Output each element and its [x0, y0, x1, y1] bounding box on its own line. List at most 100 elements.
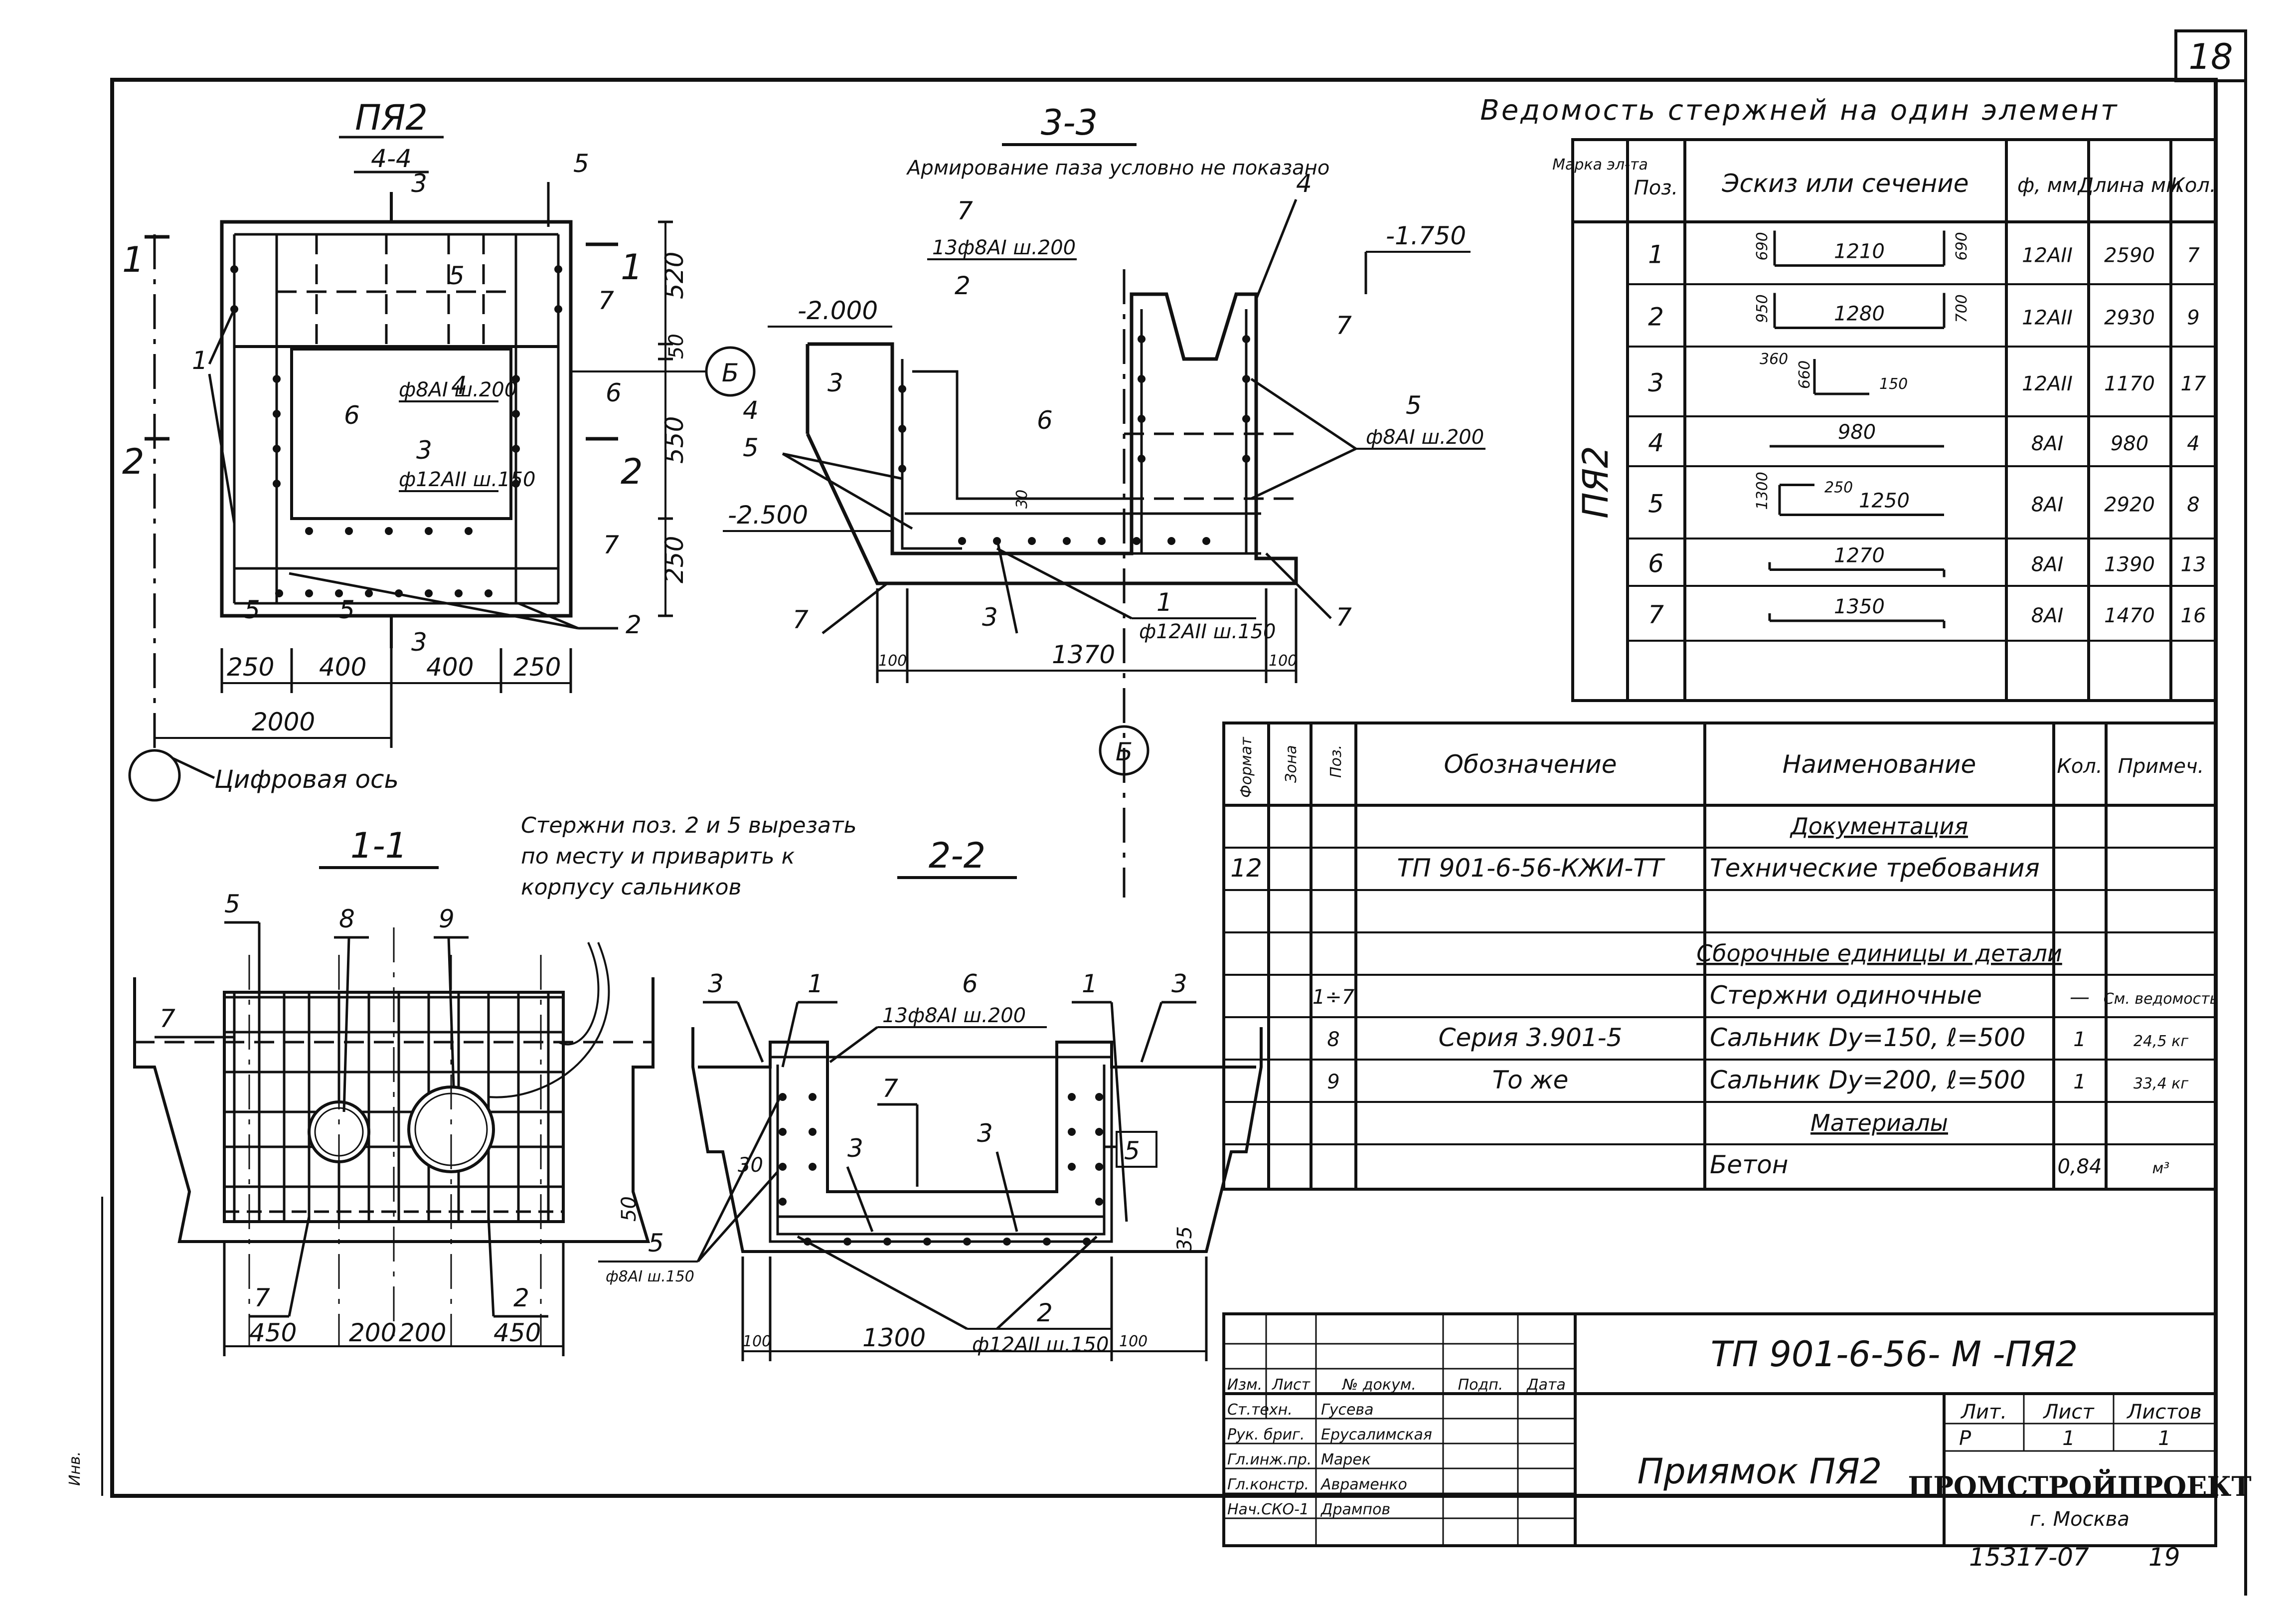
rebar-header-sketch: Эскиз или сечение: [1722, 169, 1969, 198]
spec-row-name: Сальник Dу=200, ℓ=500: [1710, 1066, 2025, 1094]
plan-rebar3-label: ф12АII ш.150: [399, 468, 535, 491]
rebar-table-title: Ведомость стержней на один элемент: [1480, 94, 2119, 127]
rebar-row-dia: 8АI: [2031, 432, 2064, 455]
spec-header-format: Формат: [1238, 736, 1255, 798]
spec-row-pos: 8: [1327, 1028, 1339, 1051]
tb-name: Приямок ПЯ2: [1638, 1451, 1882, 1492]
section22-callout6: 13ф8АI ш.200: [882, 1004, 1026, 1027]
rebar-sketch-dim: 1300: [1754, 472, 1771, 510]
spec-row-designation: ТП 901-6-56-КЖИ-ТТ: [1397, 854, 1665, 883]
rebar-sketch-dim: 660: [1796, 360, 1813, 389]
tb-staff-role: Гл.инж.пр.: [1227, 1451, 1312, 1468]
tb-staff-role: Ст.техн.: [1227, 1401, 1293, 1419]
rebar-header-qty: Кол.: [2170, 174, 2216, 197]
section33-mark: 2: [955, 271, 971, 300]
plan-mark: 7: [598, 286, 614, 315]
tb-staff-name: Дрампов: [1320, 1501, 1390, 1518]
plan-dim: 400: [319, 653, 366, 682]
plan-dim: 550: [660, 416, 689, 464]
spec-row-name: Стержни одиночные: [1710, 981, 1982, 1010]
spec-header-qty: Кол.: [2057, 755, 2102, 778]
spec-row-name: Технические требования: [1710, 854, 2040, 883]
section22-mark: 1: [1082, 969, 1098, 998]
rebar-sketch-dim: 150: [1879, 375, 1908, 393]
tb-staff-name: Авраменко: [1320, 1476, 1407, 1493]
rebar-row-len: 1170: [2104, 372, 2155, 395]
rebar-row-qty: 4: [2187, 432, 2199, 455]
spec-row-note: 33,4 кг: [2133, 1075, 2188, 1092]
section11-mark: 8: [339, 904, 355, 933]
spec-row-name: Сальник Dу=150, ℓ=500: [1710, 1023, 2025, 1052]
section11-dim: 200: [399, 1318, 446, 1347]
rebar-row-len: 2590: [2104, 244, 2155, 267]
plan-rebar4-label: ф8АI ш.200: [399, 378, 517, 401]
rebar-row-pos: 4: [1648, 428, 1664, 457]
tb-lit-head: Лит.: [1960, 1401, 2007, 1424]
spec-row-qty: —: [2070, 986, 2090, 1009]
page-number: 18: [2188, 36, 2233, 77]
section33-title: 3-3: [1041, 102, 1098, 143]
rebar-row-dia: 12АII: [2022, 307, 2073, 330]
section11-mark: 2: [513, 1283, 529, 1312]
section22-mark: 35: [1173, 1226, 1196, 1252]
tb-lit-head: Лист: [2042, 1401, 2095, 1424]
plan-dim: 250: [227, 653, 274, 682]
section22-mark: 2: [1037, 1298, 1053, 1327]
section33-mark: 5: [743, 433, 759, 462]
cut1-left: 1: [122, 239, 145, 280]
side-label: Инв.: [66, 1451, 84, 1486]
section22-mark: 5: [1124, 1136, 1140, 1165]
rebar-header-dia: ф, мм: [2017, 174, 2077, 197]
plan-subtitle: 4-4: [371, 144, 412, 173]
plan-mark: 6: [344, 401, 360, 430]
section11-mark: 7: [160, 1004, 175, 1033]
rebar-row-len: 1470: [2104, 604, 2155, 627]
rebar-table: Ведомость стержней на один элемент Марка…: [1480, 94, 2217, 702]
plan-dim: 250: [513, 653, 561, 682]
plan-mark: 6: [606, 378, 622, 407]
tb-lit-val: 1: [2062, 1427, 2075, 1450]
spec-row-name: Документация: [1790, 813, 1968, 840]
spec-header-name: Наименование: [1783, 750, 1976, 779]
tb-col-head: Подп.: [1458, 1376, 1503, 1394]
rebar-row-qty: 17: [2181, 372, 2206, 395]
rebar-row-pos: 7: [1648, 600, 1664, 629]
section33-mark: 7: [1336, 311, 1352, 340]
cut2-left: 2: [122, 441, 145, 482]
spec-row-pos: 1÷7: [1312, 986, 1355, 1009]
section22-mark: 3: [847, 1134, 863, 1163]
section33-mark: 5: [1406, 391, 1422, 420]
section22-mark: 5: [648, 1229, 664, 1258]
plan-title: ПЯ2: [355, 97, 428, 138]
plan-dim: 520: [660, 252, 689, 299]
rebar-row-qty: 8: [2187, 494, 2199, 517]
spec-row-note: м³: [2152, 1160, 2170, 1177]
title-block: Изм. Лист № докум. Подп. Дата Ст.техн.Гу…: [1222, 1312, 2252, 1547]
section33-rebar5: ф8АI ш.200: [1366, 426, 1484, 449]
tb-staff-name: Марек: [1321, 1451, 1371, 1468]
level-mark: -2.000: [798, 296, 878, 325]
rebar-sketch-dim: 1270: [1834, 544, 1885, 567]
plan-dim: 50: [665, 334, 688, 359]
section33-note: Армирование паза условно не показано: [906, 157, 1329, 180]
cut3-top: 3: [411, 169, 427, 198]
rebar-row-qty: 7: [2187, 244, 2200, 267]
plan-mark: 2: [626, 610, 642, 639]
section11-dim: 450: [249, 1318, 297, 1347]
section22-title: 2-2: [929, 835, 985, 876]
rebar-sketch-dim: 1350: [1834, 595, 1885, 618]
rebar-sketch-dim: 250: [1824, 479, 1853, 497]
spec-row-format: 12: [1230, 854, 1262, 883]
rebar-row-dia: 12АII: [2022, 244, 2073, 267]
spec-rows: Документация 12 ТП 901-6-56-КЖИ-ТТ Техничес…: [1224, 813, 2218, 1179]
section22-mark: 6: [962, 969, 978, 998]
spec-header-designation: Обозначение: [1444, 750, 1617, 779]
plan-opening: [290, 348, 512, 520]
section22-dim: 1300: [862, 1323, 926, 1352]
spec-row-pos: 9: [1327, 1071, 1339, 1093]
rebar-row-len: 2920: [2104, 494, 2155, 517]
section22-mark: 3: [708, 969, 724, 998]
rebar-row-dia: 8АI: [2031, 604, 2064, 627]
